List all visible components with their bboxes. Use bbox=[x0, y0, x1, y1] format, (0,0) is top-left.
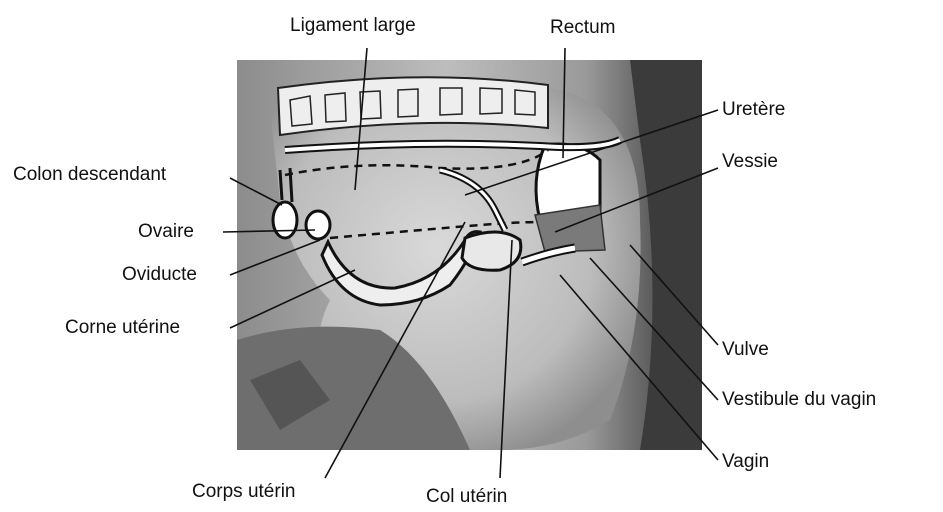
label-ligament-large: Ligament large bbox=[290, 16, 416, 35]
label-oviducte: Oviducte bbox=[122, 265, 197, 284]
label-colon-descendant: Colon descendant bbox=[13, 165, 166, 184]
colon-descendant-shape bbox=[273, 202, 297, 238]
label-corps-uterin: Corps utérin bbox=[192, 482, 296, 501]
label-col-uterin: Col utérin bbox=[426, 487, 507, 506]
ovary-shape bbox=[306, 211, 330, 239]
label-vestibule-du-vagin: Vestibule du vagin bbox=[722, 390, 876, 409]
label-uretere: Uretère bbox=[722, 100, 785, 119]
label-corne-uterine: Corne utérine bbox=[65, 318, 180, 337]
label-rectum: Rectum bbox=[550, 18, 615, 37]
label-ovaire: Ovaire bbox=[138, 222, 194, 241]
label-vessie: Vessie bbox=[722, 152, 778, 171]
label-vagin: Vagin bbox=[722, 452, 769, 471]
label-vulve: Vulve bbox=[722, 340, 769, 359]
